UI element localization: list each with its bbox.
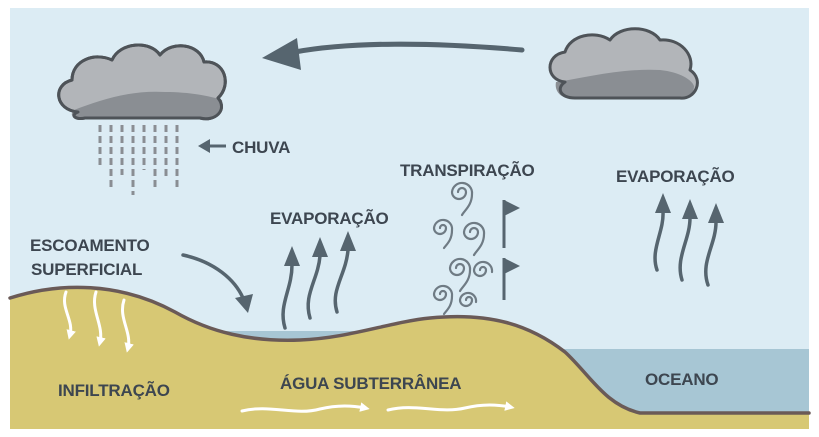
groundwater-arrows (240, 401, 515, 413)
ground (10, 287, 809, 429)
lake-evaporation-label: EVAPORAÇÃO (270, 208, 389, 228)
rain-streaks (98, 125, 179, 195)
cloud-movement-arrow (262, 38, 525, 70)
ocean-water (560, 349, 809, 414)
rain-cloud (57, 43, 227, 121)
infiltration-arrows (63, 290, 134, 353)
transpiration-label: TRANSPIRAÇÃO (400, 160, 535, 180)
runoff-arrow (181, 253, 253, 313)
rain-pointer-arrow (198, 139, 226, 153)
ocean-evaporation-arrows (653, 210, 718, 287)
transpiration-flags (502, 200, 520, 300)
ocean-evaporation-label: EVAPORAÇÃO (616, 166, 735, 186)
lake-evaporation-heads (284, 231, 356, 266)
ground-outline (8, 285, 811, 415)
runoff-label-line2: SUPERFICIAL (31, 260, 142, 279)
lake-evaporation-arrows (281, 248, 350, 330)
ocean-label: OCEANO (645, 370, 718, 389)
transpiration-swirls (432, 181, 494, 316)
infiltration-label: INFILTRAÇÃO (58, 380, 170, 400)
ocean-evaporation-heads (655, 193, 724, 223)
rain-label: CHUVA (232, 138, 290, 157)
ocean-cloud (548, 27, 699, 100)
groundwater-label: ÁGUA SUBTERRÂNEA (280, 374, 461, 393)
runoff-label-line1: ESCOAMENTO (30, 236, 150, 255)
